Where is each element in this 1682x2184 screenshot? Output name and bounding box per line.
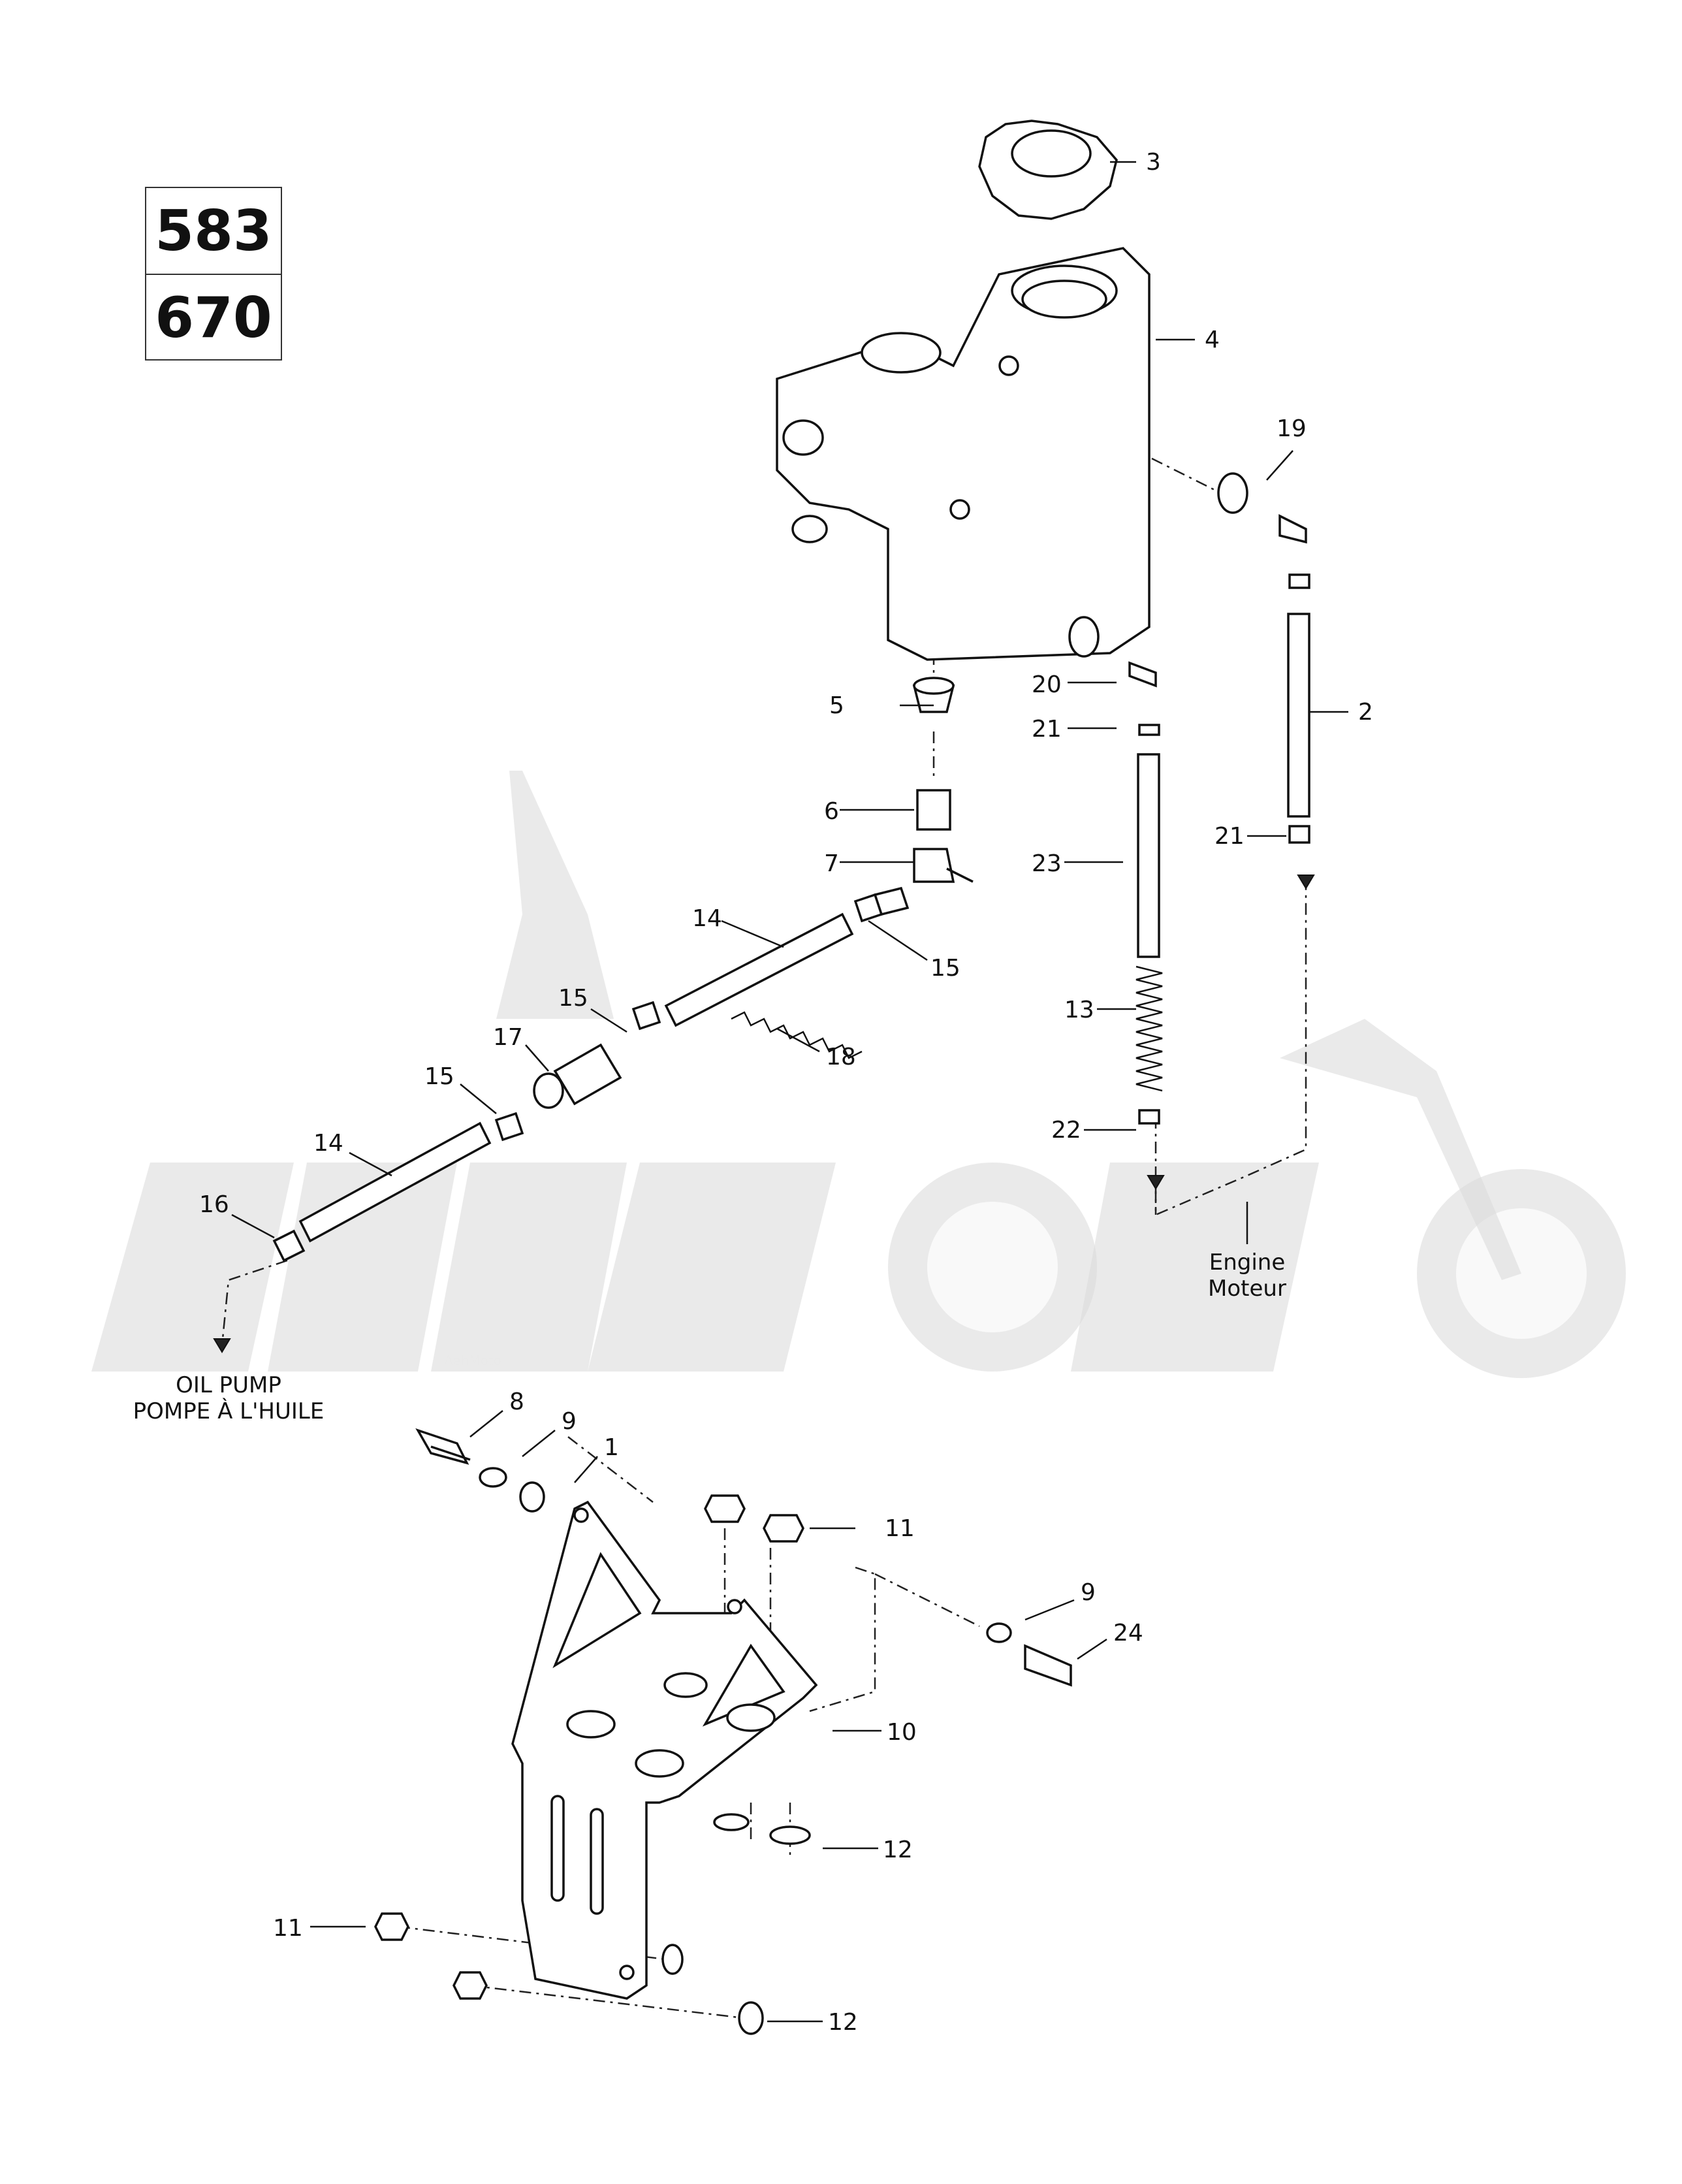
engine-label-fr: Moteur <box>1208 1276 1286 1302</box>
callout-14: 14 <box>313 1130 343 1157</box>
watermark-text: AehMoto <box>444 1353 501 1368</box>
annotations: OIL PUMP POMPE À L'HUILE Engine Moteur <box>133 1202 1286 1424</box>
model-number-box: 583 670 <box>145 187 282 361</box>
callout-23: 23 <box>1032 850 1062 877</box>
grommets-and-fittings <box>1068 472 1310 736</box>
callout-4: 4 <box>1205 327 1220 353</box>
filler-cap <box>978 120 1118 220</box>
callout-21: 21 <box>1032 716 1062 743</box>
callout-14: 14 <box>692 905 722 932</box>
mounting-bracket <box>511 1500 818 2000</box>
callout-1: 1 <box>604 1434 619 1461</box>
callout-22: 22 <box>1051 1117 1081 1144</box>
fuel-line-assembly <box>213 893 883 1353</box>
callout-6: 6 <box>824 798 839 825</box>
watermark: AehMoto <box>91 771 1626 1378</box>
callout-21: 21 <box>1214 823 1245 850</box>
leader-lines <box>231 161 1348 2023</box>
callout-11: 11 <box>273 1915 303 1942</box>
callout-9: 9 <box>1081 1579 1096 1606</box>
callout-24: 24 <box>1113 1620 1143 1646</box>
engine-label-en: Engine <box>1209 1249 1286 1276</box>
callout-13: 13 <box>1064 997 1094 1023</box>
callout-16: 16 <box>199 1191 229 1218</box>
outlet-valve <box>873 677 974 916</box>
callout-18: 18 <box>826 1044 856 1070</box>
callout-10: 10 <box>887 1719 917 1746</box>
callout-9: 9 <box>562 1408 577 1435</box>
oil-tank <box>776 247 1150 661</box>
spring <box>1135 875 1315 1190</box>
callout-20: 20 <box>1032 671 1062 698</box>
callout-15: 15 <box>424 1063 454 1090</box>
callout-12: 12 <box>828 2009 858 2036</box>
callout-15: 15 <box>558 985 588 1012</box>
hardware <box>374 1428 1072 2035</box>
callout-8: 8 <box>509 1389 524 1415</box>
callout-15: 15 <box>930 955 960 982</box>
callout-5: 5 <box>829 692 844 719</box>
callout-7: 7 <box>824 850 839 877</box>
callout-12: 12 <box>883 1837 913 1863</box>
callout-11: 11 <box>885 1515 915 1542</box>
oil-pump-label-en: OIL PUMP <box>176 1372 281 1398</box>
oil-pump-label-fr: POMPE À L'HUILE <box>133 1398 325 1424</box>
hoses <box>1137 613 1310 958</box>
callout-labels: 3 4 19 20 5 21 2 21 6 7 23 14 15 15 13 1… <box>199 149 1373 2036</box>
callout-2: 2 <box>1358 699 1373 726</box>
callout-3: 3 <box>1146 149 1161 176</box>
callout-17: 17 <box>493 1024 523 1051</box>
model-number: 583 <box>146 188 281 275</box>
callout-19: 19 <box>1277 415 1307 442</box>
model-number: 670 <box>155 285 272 351</box>
